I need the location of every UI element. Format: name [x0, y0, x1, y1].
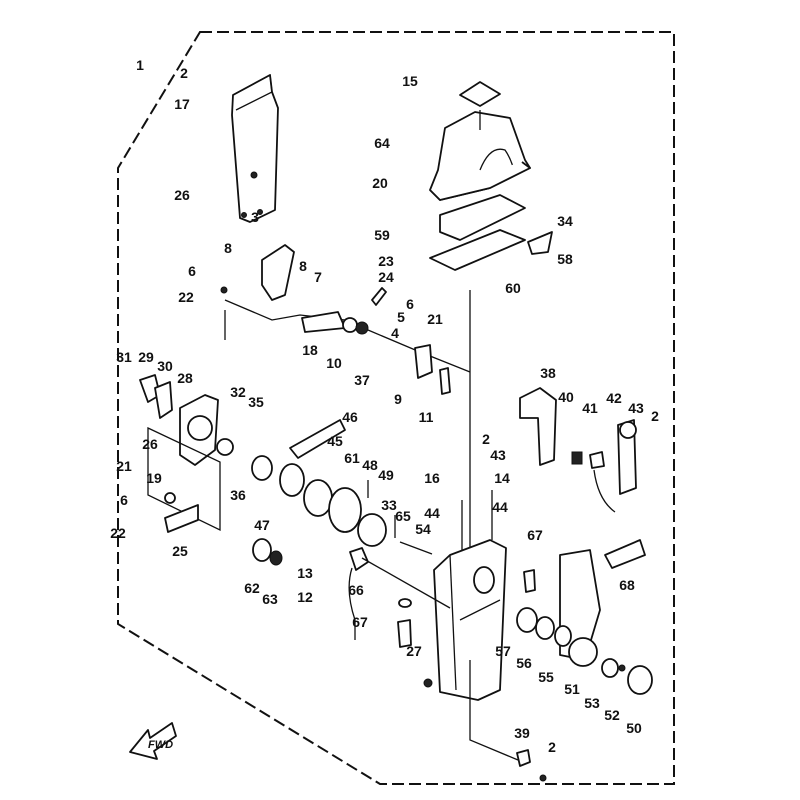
callout-5: 5 [397, 309, 405, 325]
callout-59: 59 [374, 227, 390, 243]
callout-40: 40 [558, 389, 574, 405]
callout-54: 54 [415, 521, 431, 537]
callout-1: 1 [136, 57, 144, 73]
callout-22: 22 [110, 525, 126, 541]
callout-62: 62 [244, 580, 260, 596]
callout-20: 20 [372, 175, 388, 191]
callout-24: 24 [378, 269, 394, 285]
callout-26: 26 [142, 436, 158, 452]
callout-29: 29 [138, 349, 154, 365]
callout-44: 44 [424, 505, 440, 521]
callout-28: 28 [177, 370, 193, 386]
callout-55: 55 [538, 669, 554, 685]
callout-23: 23 [378, 253, 394, 269]
callout-33: 33 [381, 497, 397, 513]
callout-32: 32 [230, 384, 246, 400]
callout-37: 37 [354, 372, 370, 388]
callout-41: 41 [582, 400, 598, 416]
callout-36: 36 [230, 487, 246, 503]
callout-47: 47 [254, 517, 270, 533]
callout-67: 67 [527, 527, 543, 543]
top-cover [429, 81, 531, 201]
assembly-boundary [117, 31, 675, 785]
link-assembly [220, 286, 471, 395]
spring-stack [251, 419, 396, 547]
control-lever [516, 387, 653, 695]
left-housing [139, 374, 234, 533]
bracket-plate [231, 73, 279, 223]
callout-2: 2 [180, 65, 188, 81]
callout-56: 56 [516, 655, 532, 671]
callout-25: 25 [172, 543, 188, 559]
callout-2: 2 [482, 431, 490, 447]
hinge-bracket [261, 244, 295, 301]
cable-clip [469, 660, 547, 782]
callout-64: 64 [374, 135, 390, 151]
callout-50: 50 [626, 720, 642, 736]
callout-6: 6 [188, 263, 196, 279]
callout-8: 8 [299, 258, 307, 274]
base-plate [429, 194, 553, 271]
callout-44: 44 [492, 499, 508, 515]
callout-7: 7 [314, 269, 322, 285]
callout-43: 43 [628, 400, 644, 416]
callout-57: 57 [495, 643, 511, 659]
callout-68: 68 [619, 577, 635, 593]
callout-2: 2 [651, 408, 659, 424]
callout-21: 21 [116, 458, 132, 474]
callout-3: 3 [251, 209, 259, 225]
callout-14: 14 [494, 470, 510, 486]
callout-6: 6 [120, 492, 128, 508]
callout-67: 67 [352, 614, 368, 630]
fwd-arrow: FWD [129, 722, 177, 760]
callout-11: 11 [419, 409, 434, 425]
callout-31: 31 [116, 349, 132, 365]
main-housing [399, 490, 507, 701]
callout-15: 15 [402, 73, 418, 89]
callout-12: 12 [297, 589, 313, 605]
fwd-label: FWD [148, 739, 173, 751]
callout-21: 21 [427, 311, 443, 327]
callout-49: 49 [378, 467, 394, 483]
callout-4: 4 [391, 325, 399, 341]
callout-9: 9 [394, 391, 402, 407]
callout-53: 53 [584, 695, 600, 711]
callout-18: 18 [302, 342, 318, 358]
small-parts [252, 538, 536, 688]
callout-2: 2 [548, 739, 556, 755]
callout-58: 58 [557, 251, 573, 267]
callout-52: 52 [604, 707, 620, 723]
callout-17: 17 [174, 96, 190, 112]
callout-8: 8 [224, 240, 232, 256]
callout-22: 22 [178, 289, 194, 305]
callout-34: 34 [557, 213, 573, 229]
callout-45: 45 [327, 433, 343, 449]
callout-6: 6 [406, 296, 414, 312]
callout-39: 39 [514, 725, 530, 741]
callout-27: 27 [406, 643, 422, 659]
callout-35: 35 [248, 394, 264, 410]
callout-42: 42 [606, 390, 622, 406]
callout-13: 13 [297, 565, 313, 581]
callout-43: 43 [490, 447, 506, 463]
callout-46: 46 [342, 409, 358, 425]
callout-65: 65 [395, 508, 411, 524]
callout-60: 60 [505, 280, 521, 296]
callout-19: 19 [146, 470, 162, 486]
callout-51: 51 [564, 681, 580, 697]
callout-61: 61 [344, 450, 360, 466]
callout-66: 66 [348, 582, 364, 598]
callout-10: 10 [326, 355, 342, 371]
callout-48: 48 [362, 457, 378, 473]
arrow-left-icon [129, 722, 177, 760]
callout-16: 16 [424, 470, 440, 486]
callout-63: 63 [262, 591, 278, 607]
callout-26: 26 [174, 187, 190, 203]
callout-30: 30 [157, 358, 173, 374]
callout-38: 38 [540, 365, 556, 381]
